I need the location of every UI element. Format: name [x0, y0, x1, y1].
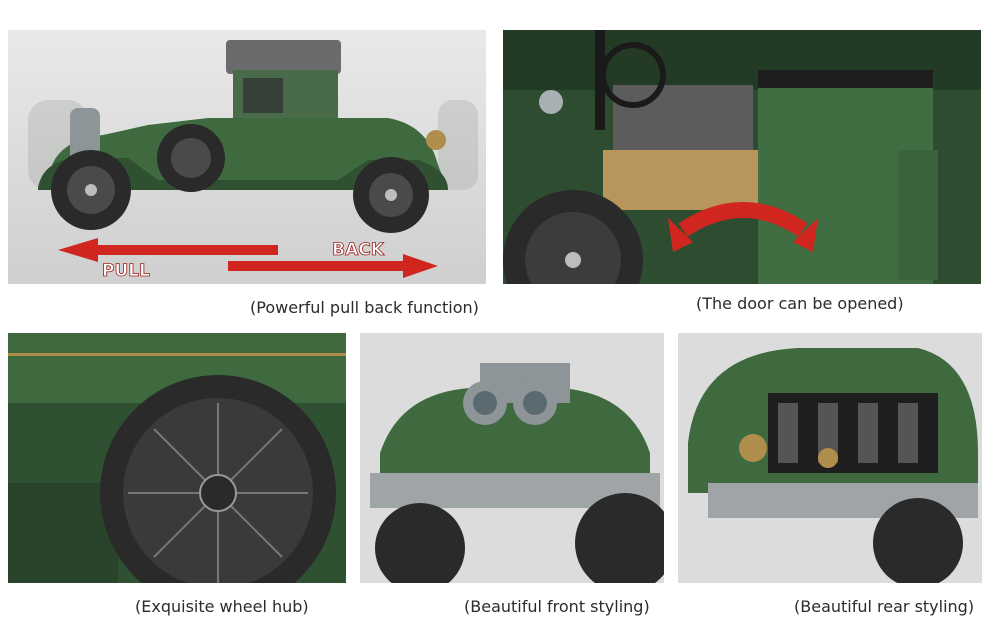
rear-image: [678, 333, 982, 583]
door-image: [503, 30, 981, 284]
front-image: [360, 333, 664, 583]
caption-pullback: (Powerful pull back function): [250, 298, 479, 317]
caption-door: (The door can be opened): [696, 294, 904, 313]
caption-wheel: (Exquisite wheel hub): [135, 597, 309, 616]
panel-rear: [678, 333, 982, 583]
caption-rear: (Beautiful rear styling): [794, 597, 975, 616]
pull-label: PULL: [102, 261, 150, 281]
wheel-front: [51, 150, 131, 230]
panel-wheel: [8, 333, 346, 583]
panel-pullback: BACK PULL: [8, 30, 486, 284]
wheel-image: [8, 333, 346, 583]
panel-front: [360, 333, 664, 583]
caption-front: (Beautiful front styling): [464, 597, 650, 616]
panel-door: [503, 30, 981, 284]
car-side-image: BACK PULL: [8, 30, 486, 284]
back-label: BACK: [332, 240, 385, 260]
